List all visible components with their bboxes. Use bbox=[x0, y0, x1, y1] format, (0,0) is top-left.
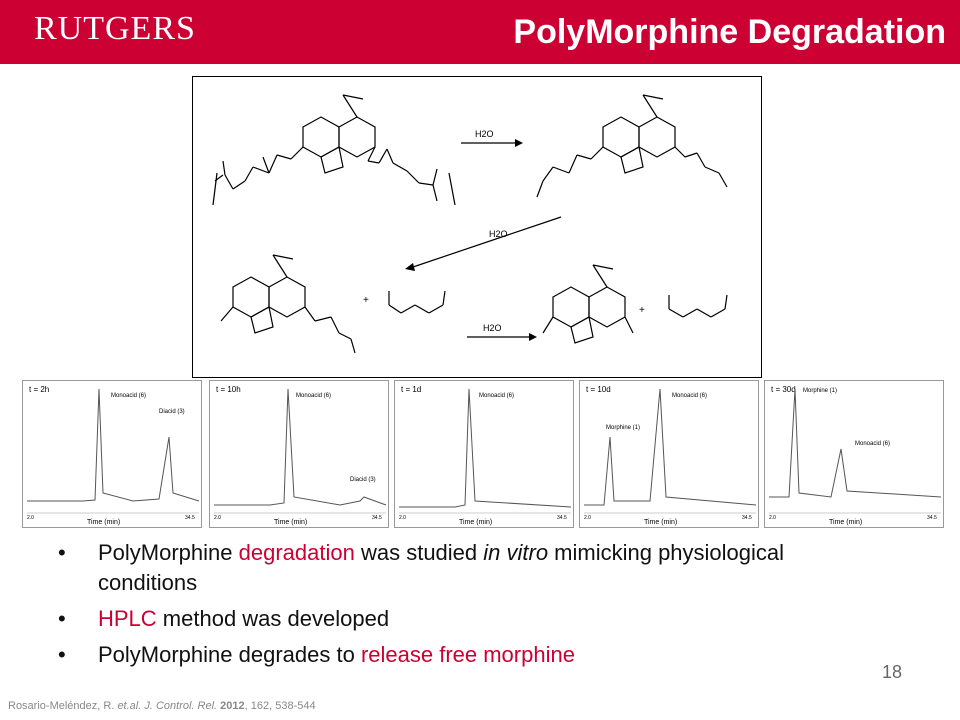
rutgers-logo: RUTGERS bbox=[34, 10, 196, 47]
scheme-drawing: H2O H2O H2O + + bbox=[212, 94, 728, 354]
axis-max: 34.5 bbox=[927, 515, 937, 521]
axis-max: 34.5 bbox=[742, 515, 752, 521]
peak-annotation: Morphine (1) bbox=[803, 388, 837, 394]
morphine-structure bbox=[542, 264, 634, 344]
diacid-structure-2 bbox=[668, 294, 728, 318]
x-axis-label: Time (min) bbox=[644, 519, 677, 526]
citation-pages: , 162, 538-544 bbox=[244, 700, 316, 712]
bullet-glyph: • bbox=[58, 540, 66, 565]
text: was studied bbox=[354, 540, 484, 565]
peak-annotation: Monoacid (6) bbox=[855, 441, 890, 447]
chromatogram-30d: t = 30d Morphine (1) Monoacid (6) 2.0 34… bbox=[764, 380, 944, 528]
time-label: t = 2h bbox=[29, 385, 49, 394]
chromatogram-2h: t = 2h Monoacid (6) Diacid (3) 2.0 34.5 … bbox=[22, 380, 202, 528]
citation-year: 2012 bbox=[217, 700, 245, 712]
highlight: HPLC bbox=[98, 606, 157, 631]
bullet-glyph: • bbox=[58, 606, 66, 631]
bullet-list: • PolyMorphine degradation was studied in… bbox=[58, 538, 878, 670]
highlight: degradation bbox=[238, 540, 355, 565]
peak-annotation: Monoacid (6) bbox=[672, 393, 707, 399]
peak-annotation: Monoacid (6) bbox=[296, 393, 331, 399]
monoacid-structure bbox=[536, 94, 728, 198]
page-number: 18 bbox=[881, 662, 902, 682]
bullet-item-1: • PolyMorphine degradation was studied in… bbox=[58, 538, 878, 598]
diacid-structure bbox=[388, 290, 446, 314]
text: mimicking physiological conditions bbox=[98, 540, 785, 595]
polymer-structure bbox=[212, 94, 456, 206]
time-label: t = 10h bbox=[216, 385, 241, 394]
header-bar: RUTGERS PolyMorphine Degradation bbox=[0, 0, 960, 64]
peak-annotation: Diacid (3) bbox=[350, 477, 376, 483]
reagent-label-3: H2O bbox=[483, 323, 502, 333]
bullet-glyph: • bbox=[58, 642, 66, 667]
axis-min: 2.0 bbox=[214, 515, 221, 521]
x-axis-label: Time (min) bbox=[829, 519, 862, 526]
degradation-scheme: H2O H2O H2O + + bbox=[192, 76, 762, 378]
x-axis-label: Time (min) bbox=[87, 519, 120, 526]
reagent-label-2: H2O bbox=[489, 229, 508, 239]
peak-annotation: Monoacid (6) bbox=[111, 393, 146, 399]
highlight: release free morphine bbox=[360, 642, 575, 667]
axis-min: 2.0 bbox=[27, 515, 34, 521]
bullet-item-3: • PolyMorphine degrades to release free m… bbox=[58, 640, 878, 670]
time-label: t = 30d bbox=[771, 385, 796, 394]
plus-sign-1: + bbox=[363, 295, 369, 306]
reagent-label-1: H2O bbox=[475, 129, 494, 139]
hplc-chromatograms: t = 2h Monoacid (6) Diacid (3) 2.0 34.5 … bbox=[22, 380, 950, 528]
citation-authors: Rosario-Meléndez, R. bbox=[8, 700, 118, 712]
axis-max: 34.5 bbox=[185, 515, 195, 521]
x-axis-label: Time (min) bbox=[274, 519, 307, 526]
axis-max: 34.5 bbox=[557, 515, 567, 521]
axis-max: 34.5 bbox=[372, 515, 382, 521]
peak-annotation: Diacid (3) bbox=[159, 409, 185, 415]
text: PolyMorphine bbox=[98, 540, 239, 565]
reaction-arrow-2 bbox=[412, 216, 562, 268]
citation: Rosario-Meléndez, R. et.al. J. Control. … bbox=[8, 700, 316, 712]
axis-min: 2.0 bbox=[399, 515, 406, 521]
text: method was developed bbox=[156, 606, 390, 631]
chromatogram-10d: t = 10d Monoacid (6) Morphine (1) 2.0 34… bbox=[579, 380, 759, 528]
peak-annotation: Morphine (1) bbox=[606, 425, 640, 431]
italic-text: in vitro bbox=[483, 540, 549, 565]
citation-journal: et.al. J. Control. Rel. bbox=[117, 700, 218, 712]
slide-title: PolyMorphine Degradation bbox=[513, 13, 946, 51]
peak-annotation: Monoacid (6) bbox=[479, 393, 514, 399]
bullet-item-2: • HPLC method was developed bbox=[58, 604, 878, 634]
intermediate-structure bbox=[220, 254, 356, 354]
chromatogram-1d: t = 1d Monoacid (6) 2.0 34.5 Time (min) bbox=[394, 380, 574, 528]
axis-min: 2.0 bbox=[769, 515, 776, 521]
text: PolyMorphine degrades to bbox=[98, 642, 361, 667]
chromatogram-10h: t = 10h Monoacid (6) Diacid (3) 2.0 34.5… bbox=[209, 380, 389, 528]
time-label: t = 1d bbox=[401, 385, 421, 394]
x-axis-label: Time (min) bbox=[459, 519, 492, 526]
axis-min: 2.0 bbox=[584, 515, 591, 521]
plus-sign-2: + bbox=[639, 305, 645, 316]
time-label: t = 10d bbox=[586, 385, 611, 394]
